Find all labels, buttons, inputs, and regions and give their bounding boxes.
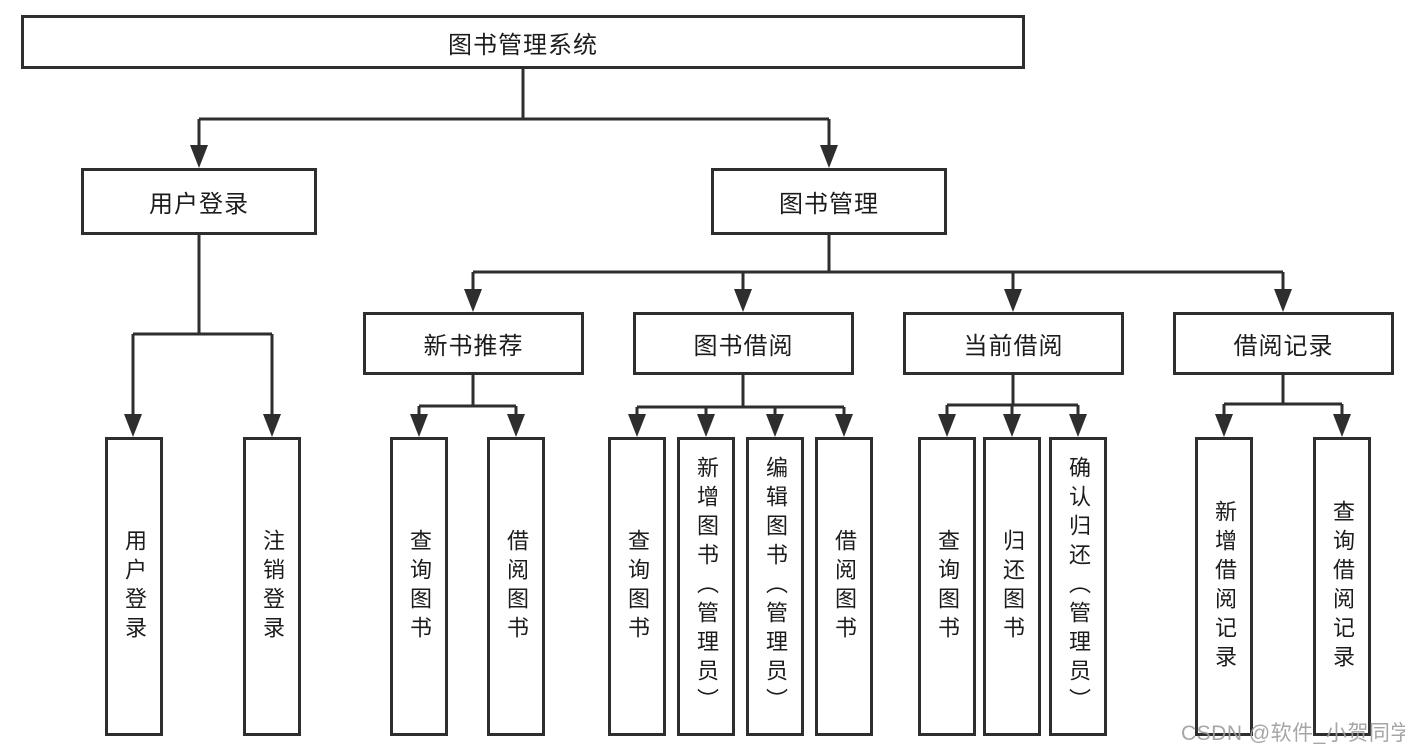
node-book-management: 图书管理 bbox=[711, 168, 947, 235]
leaf-borrow-books: 借阅图书 bbox=[815, 437, 873, 736]
node-borrow-records: 借阅记录 bbox=[1173, 312, 1394, 375]
node-book-borrow: 图书借阅 bbox=[633, 312, 854, 375]
leaf-return-book: 归还图书 bbox=[983, 437, 1041, 736]
leaf-logout: 注销登录 bbox=[243, 437, 301, 736]
node-user-login: 用户登录 bbox=[81, 168, 317, 235]
leaf-add-book-admin: 新增图书（管理员） bbox=[677, 437, 735, 736]
leaf-add-borrow-record: 新增借阅记录 bbox=[1195, 437, 1253, 736]
leaf-query-borrow-record: 查询借阅记录 bbox=[1313, 437, 1371, 736]
node-current-borrow: 当前借阅 bbox=[903, 312, 1124, 375]
csdn-watermark: CSDN @软件_小贺同学 bbox=[1181, 722, 1405, 745]
node-library-management-system: 图书管理系统 bbox=[21, 15, 1025, 69]
leaf-edit-book-admin: 编辑图书（管理员） bbox=[746, 437, 804, 736]
leaf-user-login: 用户登录 bbox=[105, 437, 163, 736]
node-new-book-recommend: 新书推荐 bbox=[363, 312, 584, 375]
leaf-query-books-borrow: 查询图书 bbox=[608, 437, 666, 736]
leaf-query-books-recommend: 查询图书 bbox=[390, 437, 448, 736]
leaf-confirm-return-admin: 确认归还（管理员） bbox=[1049, 437, 1107, 736]
leaf-borrow-books-recommend: 借阅图书 bbox=[487, 437, 545, 736]
leaf-query-books-current: 查询图书 bbox=[918, 437, 976, 736]
